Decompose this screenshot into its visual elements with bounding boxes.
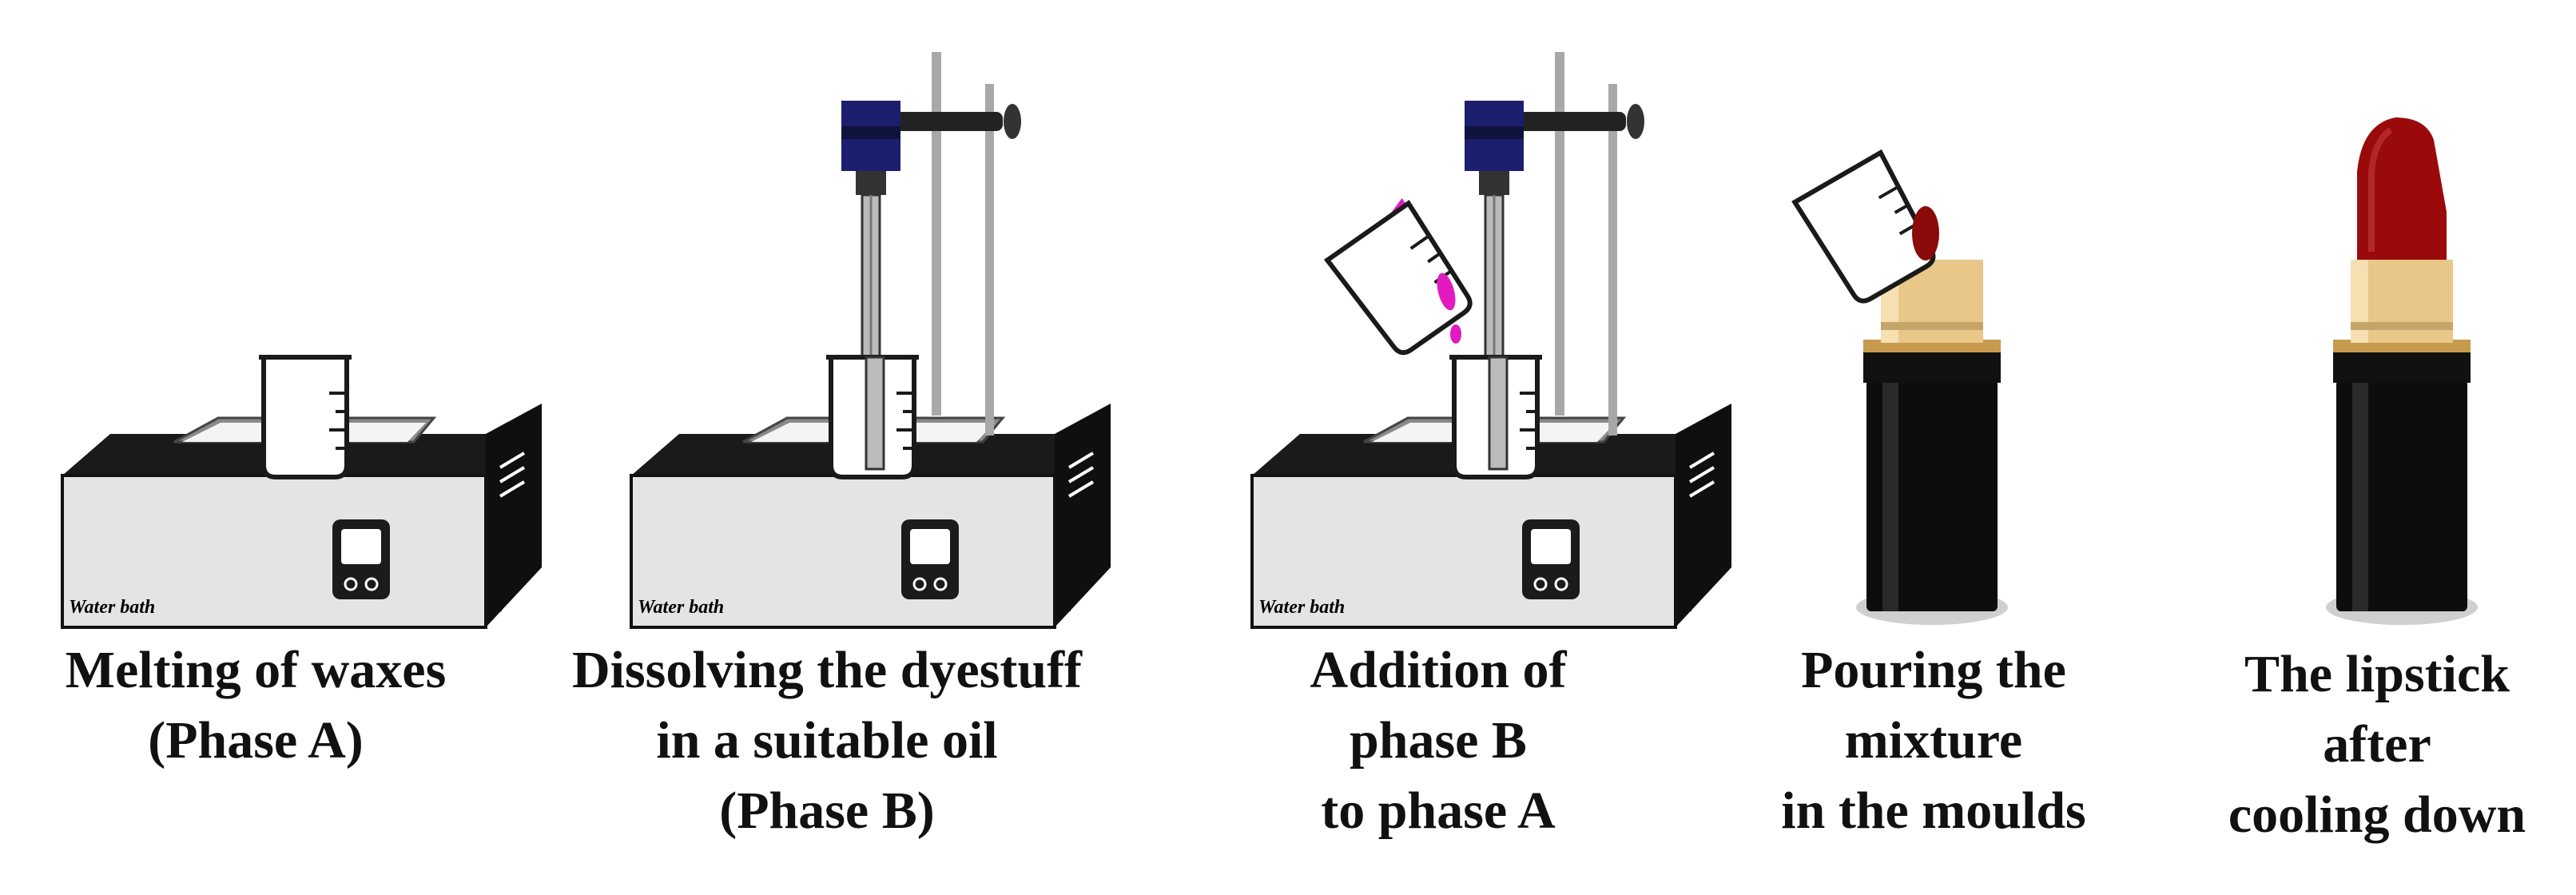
water-bath-label: Water bath	[638, 597, 724, 618]
finished-lipstick	[2326, 117, 2478, 625]
beaker-phase-a	[1449, 357, 1542, 477]
water-bath-1: Water bath	[61, 402, 543, 629]
pouring-beaker-magenta	[1322, 197, 1477, 360]
support-stand-rod	[1555, 52, 1564, 416]
step-dissolving-illustration: Water bath	[630, 52, 1112, 629]
pouring-beaker-red	[1795, 153, 1941, 308]
lipstick-mould	[1856, 260, 2008, 625]
water-bath-3: Water bath	[1250, 402, 1733, 629]
beaker-phase-b	[826, 357, 919, 477]
step-lipstick-illustration	[2326, 117, 2478, 625]
water-bath-label: Water bath	[69, 597, 155, 618]
lipstick-bullet	[2357, 117, 2447, 261]
caption-pouring: Pouring the mixture in the moulds	[1781, 641, 2086, 840]
water-bath-label: Water bath	[1258, 597, 1345, 618]
caption-melting: Melting of waxes (Phase A)	[65, 641, 447, 770]
support-stand-rod	[932, 52, 941, 416]
pour-drop	[1450, 324, 1461, 344]
step-pouring-illustration	[1795, 153, 2008, 625]
water-bath-2: Water bath	[630, 402, 1112, 629]
caption-addition: Addition of phase B to phase A	[1310, 641, 1567, 840]
pour-drop	[1437, 272, 1456, 311]
step-addition-illustration: Water bath	[1250, 52, 1733, 629]
caption-dissolving: Dissolving the dyestuff in a suitable oi…	[571, 641, 1083, 840]
caption-lipstick: The lipstick after cooling down	[2228, 645, 2526, 844]
pour-drop	[1912, 206, 1939, 261]
step-melting-illustration: Water bath	[61, 357, 543, 629]
